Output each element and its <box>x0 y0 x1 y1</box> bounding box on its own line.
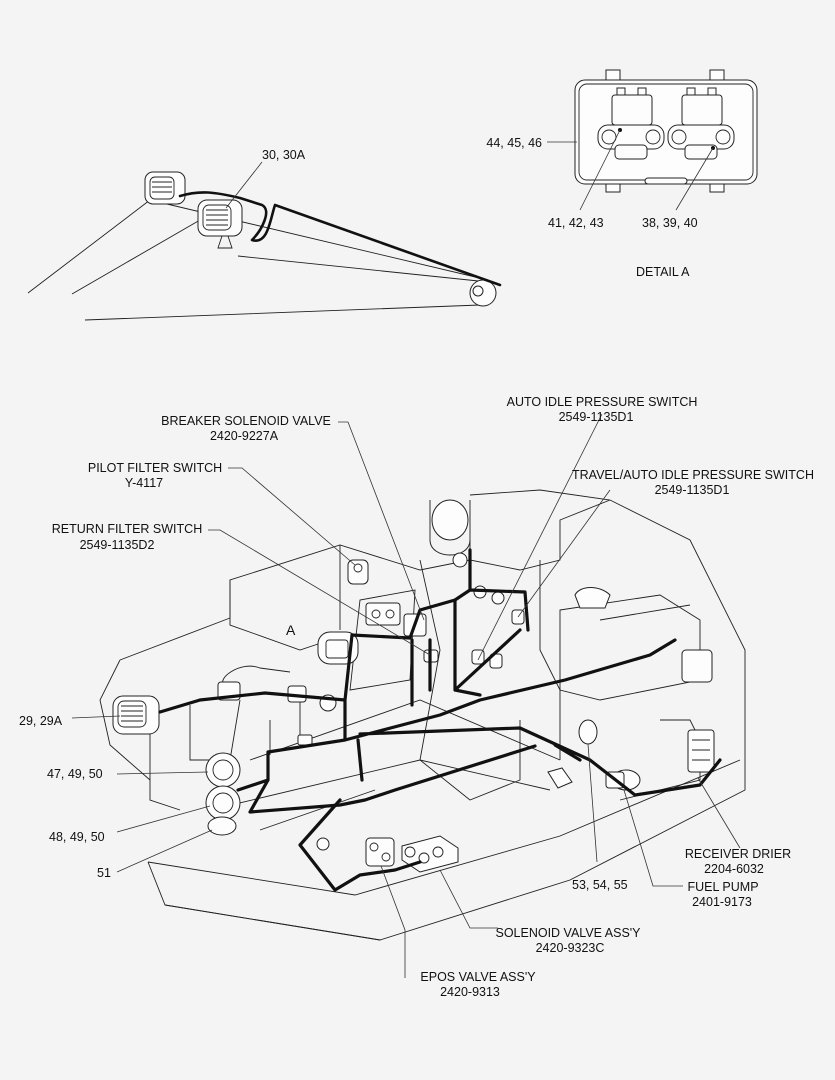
callout-44: 44, 45, 46 <box>486 136 542 150</box>
boom-work-light-front <box>197 199 243 249</box>
harness-clip <box>316 837 330 851</box>
detail-a-marker: A <box>286 622 296 638</box>
label-solenoid-valve-assy: SOLENOID VALVE ASS'Y <box>495 926 641 940</box>
boom-assembly <box>27 199 497 321</box>
relay-box-detail-a <box>547 69 758 211</box>
label-travel-auto-idle-switch: TRAVEL/AUTO IDLE PRESSURE SWITCH <box>572 468 814 482</box>
receiver-drier-unit <box>681 649 715 773</box>
pn-breaker-solenoid-valve: 2420-9227A <box>209 429 279 443</box>
callout-47: 47, 49, 50 <box>47 767 103 781</box>
label-epos-valve-assy: EPOS VALVE ASS'Y <box>420 970 536 984</box>
leader-lines <box>71 413 741 978</box>
label-return-filter-switch: RETURN FILTER SWITCH <box>51 522 203 536</box>
pn-solenoid-valve-assy: 2420-9323C <box>535 941 605 955</box>
pn-return-filter-switch: 2549-1135D2 <box>79 538 155 552</box>
label-auto-idle-pressure-switch: AUTO IDLE PRESSURE SWITCH <box>506 395 698 409</box>
pn-travel-auto-idle-switch: 2549-1135D1 <box>654 483 730 497</box>
cab-work-light <box>112 695 160 735</box>
pilot-filter-switch <box>347 559 369 585</box>
horn-lower <box>205 785 241 821</box>
leader-30 <box>225 161 263 209</box>
callout-48: 48, 49, 50 <box>49 830 105 844</box>
boom-harness <box>178 191 502 287</box>
pn-fuel-pump: 2401-9173 <box>692 895 752 909</box>
label-receiver-drier: RECEIVER DRIER <box>684 847 792 861</box>
label-fuel-pump: FUEL PUMP <box>687 880 759 894</box>
epos-valve-assy <box>365 837 395 867</box>
connector-block <box>547 767 573 789</box>
upper-structure <box>99 489 746 941</box>
detail-a-title: DETAIL A <box>636 265 690 279</box>
harness-dashed <box>199 692 266 701</box>
callout-30: 30, 30A <box>262 148 306 162</box>
part-a-relay-box <box>317 631 359 665</box>
label-breaker-solenoid-valve: BREAKER SOLENOID VALVE <box>161 414 331 428</box>
pn-pilot-filter-switch: Y-4117 <box>124 476 164 490</box>
boom-work-light-rear <box>144 171 186 205</box>
breaker-solenoid-valve <box>365 602 427 637</box>
pn-auto-idle-pressure-switch: 2549-1135D1 <box>558 410 634 424</box>
callout-41: 41, 42, 43 <box>548 216 604 230</box>
callout-29: 29, 29A <box>19 714 63 728</box>
callout-53: 53, 54, 55 <box>572 878 628 892</box>
horn-upper <box>205 752 241 788</box>
pn-epos-valve-assy: 2420-9313 <box>440 985 500 999</box>
sensor-53 <box>578 719 598 745</box>
part-51 <box>207 816 237 836</box>
callout-38: 38, 39, 40 <box>642 216 698 230</box>
label-pilot-filter-switch: PILOT FILTER SWITCH <box>87 461 223 475</box>
pn-receiver-drier: 2204-6032 <box>704 862 764 876</box>
callout-51: 51 <box>97 866 111 880</box>
